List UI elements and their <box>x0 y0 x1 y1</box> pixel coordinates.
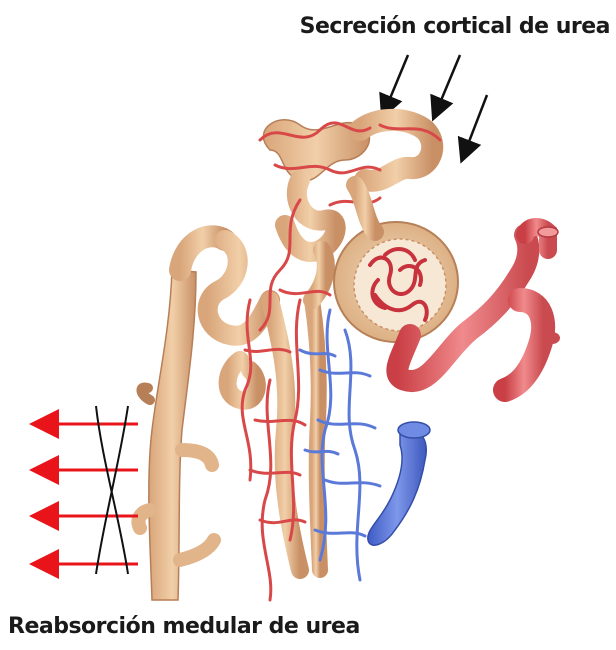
secretion-arrow-3 <box>465 95 487 152</box>
medullary-reabsorption-arrows <box>44 424 138 564</box>
medullary-reabsorption-label: Reabsorción medular de urea <box>8 614 360 639</box>
secretion-arrow-1 <box>386 55 408 108</box>
countercurrent-cross-lines <box>96 406 128 574</box>
secretion-arrow-2 <box>437 55 460 110</box>
glomerulus <box>334 185 458 342</box>
